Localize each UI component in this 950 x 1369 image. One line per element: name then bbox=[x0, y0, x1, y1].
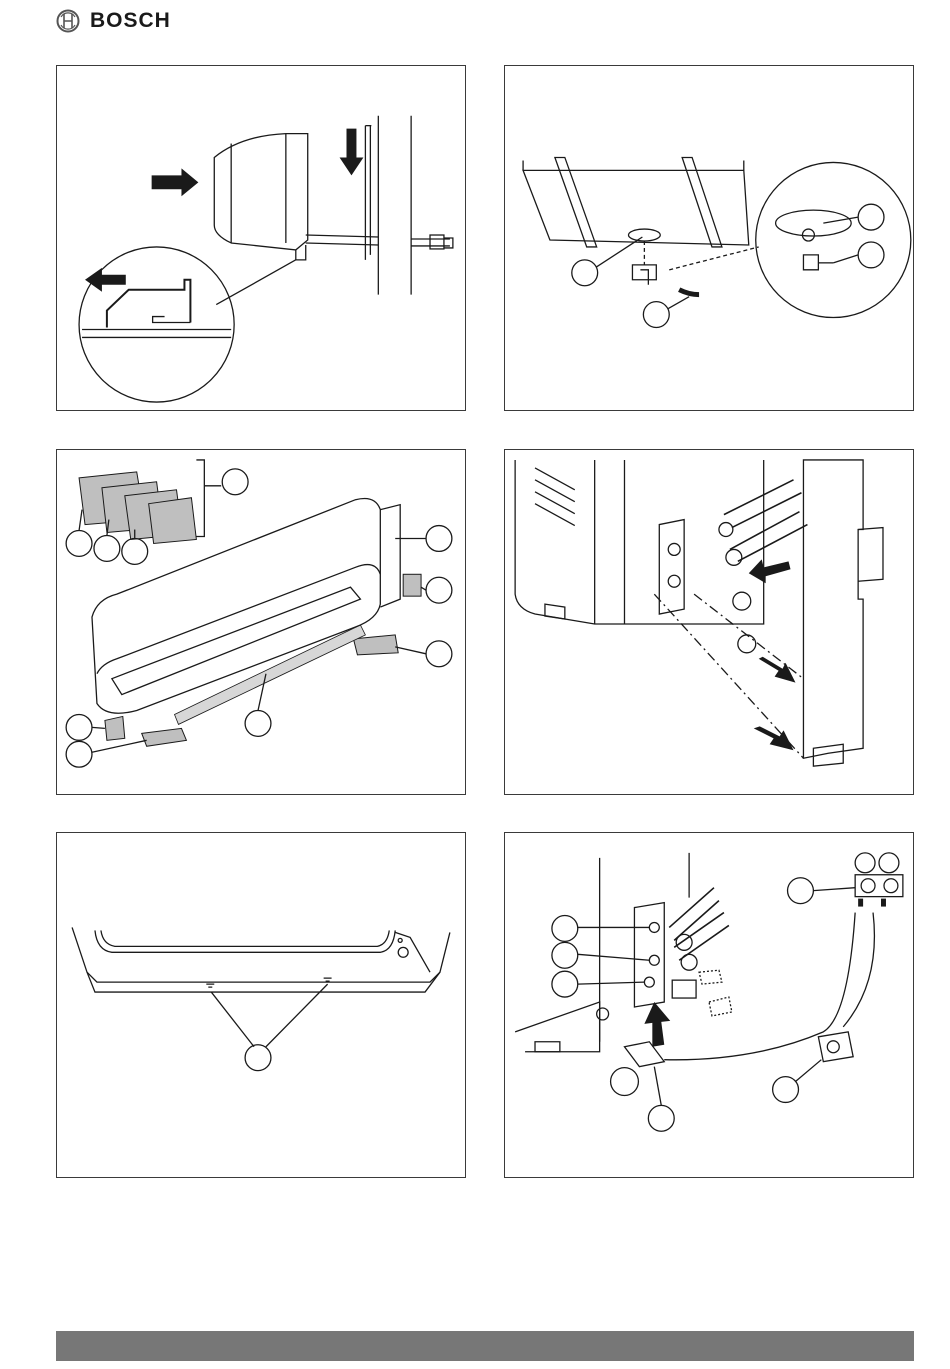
header: BOSCH bbox=[56, 6, 171, 36]
figure-4-valve-caps bbox=[504, 449, 914, 795]
underside-markings-illustration bbox=[57, 833, 465, 1177]
footer-bar bbox=[56, 1331, 914, 1361]
figure-5-underside-markings bbox=[56, 832, 466, 1178]
valve-caps-illustration bbox=[505, 450, 913, 794]
brand-name: BOSCH bbox=[90, 9, 171, 33]
manifold-gauge-illustration bbox=[505, 833, 913, 1177]
figure-3-protective-labels bbox=[56, 449, 466, 795]
drain-connector-illustration bbox=[505, 66, 913, 410]
figure-6-manifold-gauge bbox=[504, 832, 914, 1178]
figure-1-indoor-unit-hang bbox=[56, 65, 466, 411]
indoor-unit-hang-illustration bbox=[57, 66, 465, 410]
protective-labels-illustration bbox=[57, 450, 465, 794]
bosch-logo-icon bbox=[56, 9, 80, 33]
figure-2-drain-connector bbox=[504, 65, 914, 411]
